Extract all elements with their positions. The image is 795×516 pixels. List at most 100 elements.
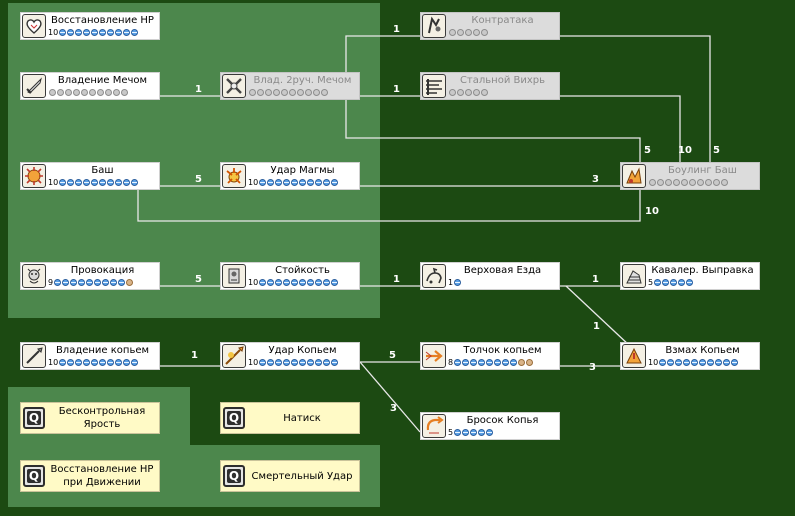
level-dot — [283, 279, 291, 286]
level-dot — [267, 179, 275, 186]
level-dot — [707, 359, 715, 366]
level-dot — [281, 89, 288, 96]
level-dot — [657, 179, 664, 186]
skill-name: Контратака — [471, 15, 534, 26]
skill-level-row: 9 — [48, 278, 134, 287]
level-dot — [659, 359, 667, 366]
level-dot — [83, 29, 91, 36]
level-dot — [75, 359, 83, 366]
level-dot — [73, 89, 80, 96]
level-dot — [57, 89, 64, 96]
skill-name: Кавалер. Выправка — [651, 265, 754, 276]
link-required-level: 5 — [195, 174, 202, 185]
level-dot — [323, 179, 331, 186]
counter-attack-icon — [422, 14, 446, 38]
link-required-level: 1 — [191, 350, 198, 361]
skill-level-row — [648, 178, 729, 187]
level-dot — [691, 359, 699, 366]
skill-name: Влад. 2руч. Мечом — [253, 75, 352, 86]
skill-level-row — [248, 88, 329, 97]
skill-two-hand-sword-mastery[interactable]: Влад. 2руч. Мечом — [220, 72, 360, 100]
link-required-level: 3 — [589, 362, 596, 373]
level-dot — [123, 179, 131, 186]
level-dot — [313, 89, 320, 96]
level-dot — [307, 279, 315, 286]
spear-icon — [22, 344, 46, 368]
level-dot — [494, 359, 502, 366]
level-dot — [107, 359, 115, 366]
level-dot — [131, 179, 139, 186]
heart-icon — [22, 14, 46, 38]
skill-level-number: 5 — [448, 428, 454, 437]
level-dot — [723, 359, 731, 366]
level-dot — [275, 179, 283, 186]
level-dot — [481, 29, 488, 36]
skill-steel-whirlwind[interactable]: Стальной Вихрь — [420, 72, 560, 100]
skill-level-row: 1 — [448, 278, 462, 287]
passive-name-line: Ярость — [83, 419, 121, 430]
link-required-level: 5 — [195, 274, 202, 285]
level-dot — [102, 279, 110, 286]
skill-sword-mastery[interactable]: Владение Мечом — [20, 72, 160, 100]
level-dot — [291, 359, 299, 366]
level-dot — [665, 179, 672, 186]
level-dot — [315, 359, 323, 366]
boomerang-icon — [422, 414, 446, 438]
level-dot — [99, 29, 107, 36]
level-dot — [297, 89, 304, 96]
skill-name: Владение Мечом — [57, 75, 148, 86]
sword-icon — [22, 74, 46, 98]
level-dot — [83, 179, 91, 186]
level-dot — [697, 179, 704, 186]
level-dot — [81, 89, 88, 96]
level-dot — [321, 89, 328, 96]
passive-name-line: Натиск — [283, 412, 321, 424]
link-required-level: 1 — [393, 24, 400, 35]
skill-name: Удар Магмы — [270, 165, 335, 176]
level-dot — [65, 89, 72, 96]
q-icon: Q — [223, 407, 245, 429]
link-required-level: 10 — [645, 206, 659, 217]
level-dot — [473, 29, 480, 36]
level-dot — [526, 359, 534, 366]
link-required-level: 1 — [593, 321, 600, 332]
level-dot — [67, 359, 75, 366]
level-dot — [675, 359, 683, 366]
skill-counter-attack[interactable]: Контратака — [420, 12, 560, 40]
provoke-icon — [22, 264, 46, 288]
skill-bowling-bash[interactable]: Боулинг Баш — [620, 162, 760, 190]
level-dot — [673, 179, 680, 186]
level-dot — [670, 279, 678, 286]
level-dot — [115, 359, 123, 366]
level-dot — [59, 359, 67, 366]
level-dot — [518, 359, 526, 366]
level-dot — [91, 179, 99, 186]
skill-name: Толчок копьем — [463, 345, 542, 356]
skill-level-number: 10 — [48, 358, 59, 367]
level-dot — [99, 359, 107, 366]
skill-level-number: 10 — [248, 358, 259, 367]
level-dot — [462, 429, 470, 436]
spear-stab-icon — [222, 344, 246, 368]
q-icon: Q — [23, 465, 45, 487]
passive-charge[interactable]: Q Натиск — [220, 402, 360, 434]
link-spear-stab-to-spear-boomerang — [359, 361, 421, 433]
